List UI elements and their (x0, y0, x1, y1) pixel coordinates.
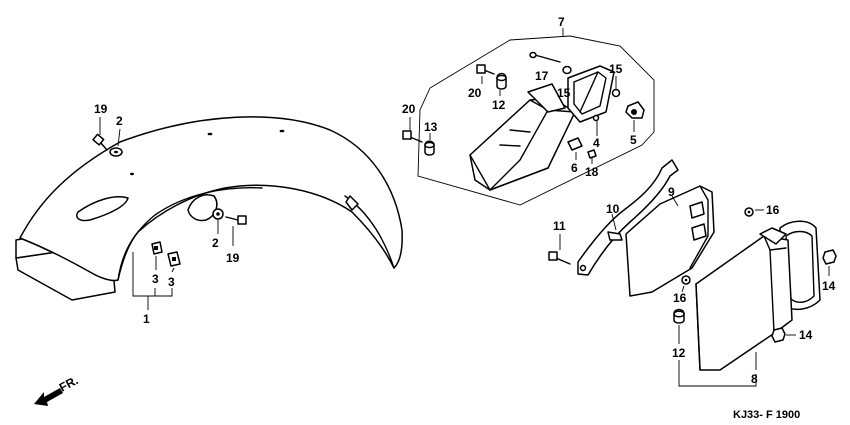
label-14-lower: 14 (799, 328, 813, 342)
clip-nut-3-left (151, 241, 163, 255)
label-15-left: 15 (557, 86, 571, 100)
license-plate-9 (625, 185, 715, 297)
license-bracket-10 (577, 159, 679, 276)
label-12-upper: 12 (492, 98, 506, 112)
label-2-lower: 2 (212, 236, 219, 250)
grommet-5 (625, 101, 645, 119)
washer-16-lower (681, 275, 691, 285)
label-11: 11 (553, 219, 566, 233)
washer-15-right (611, 88, 621, 98)
label-2-upper: 2 (116, 114, 123, 128)
grommet-12-lower (673, 308, 685, 324)
label-17: 17 (535, 69, 549, 83)
label-13: 13 (424, 120, 438, 134)
rear-fender (15, 116, 403, 301)
bolt-19-lower (225, 215, 247, 225)
label-9: 9 (668, 185, 675, 199)
bolt-20-upper (476, 64, 495, 75)
diagram-code: KJ33- F 1900 (733, 409, 800, 421)
label-20-lower: 20 (402, 102, 416, 116)
socket-6 (567, 137, 583, 151)
bolt-19-upper (92, 133, 108, 151)
label-16-lower: 16 (673, 291, 687, 305)
label-16-upper: 16 (766, 203, 780, 217)
washer-2-upper (109, 147, 123, 157)
front-direction-arrow-icon (34, 388, 63, 406)
side-cover-8 (695, 220, 821, 371)
screw-17 (529, 51, 561, 63)
label-5: 5 (630, 133, 637, 147)
label-3-right: 3 (168, 275, 175, 289)
label-12-lower: 12 (672, 346, 686, 360)
label-15-right: 15 (609, 62, 623, 76)
label-10: 10 (606, 202, 620, 216)
label-14-right: 14 (822, 279, 836, 293)
nut-14-lower (771, 327, 786, 343)
label-3-left: 3 (152, 272, 159, 286)
nut-14-right (822, 249, 837, 265)
washer-16-upper (744, 207, 754, 217)
label-19-lower: 19 (226, 251, 240, 265)
bulb-18 (587, 149, 597, 159)
washer-2-lower (212, 208, 224, 220)
collar-13 (424, 140, 435, 156)
bolt-11 (548, 251, 571, 265)
license-light-housing (469, 83, 576, 191)
label-8: 8 (751, 372, 758, 386)
label-20-upper: 20 (468, 86, 482, 100)
lens-4 (567, 65, 615, 123)
label-18: 18 (585, 165, 599, 179)
label-6: 6 (571, 161, 578, 175)
clip-nut-3-right (167, 251, 181, 267)
bolt-20-lower (402, 130, 423, 143)
label-7: 7 (558, 15, 565, 29)
label-19-upper: 19 (94, 102, 108, 116)
washer-15-left (562, 65, 572, 75)
grommet-12-upper (496, 72, 507, 90)
label-1: 1 (143, 312, 150, 326)
label-4: 4 (593, 136, 600, 150)
